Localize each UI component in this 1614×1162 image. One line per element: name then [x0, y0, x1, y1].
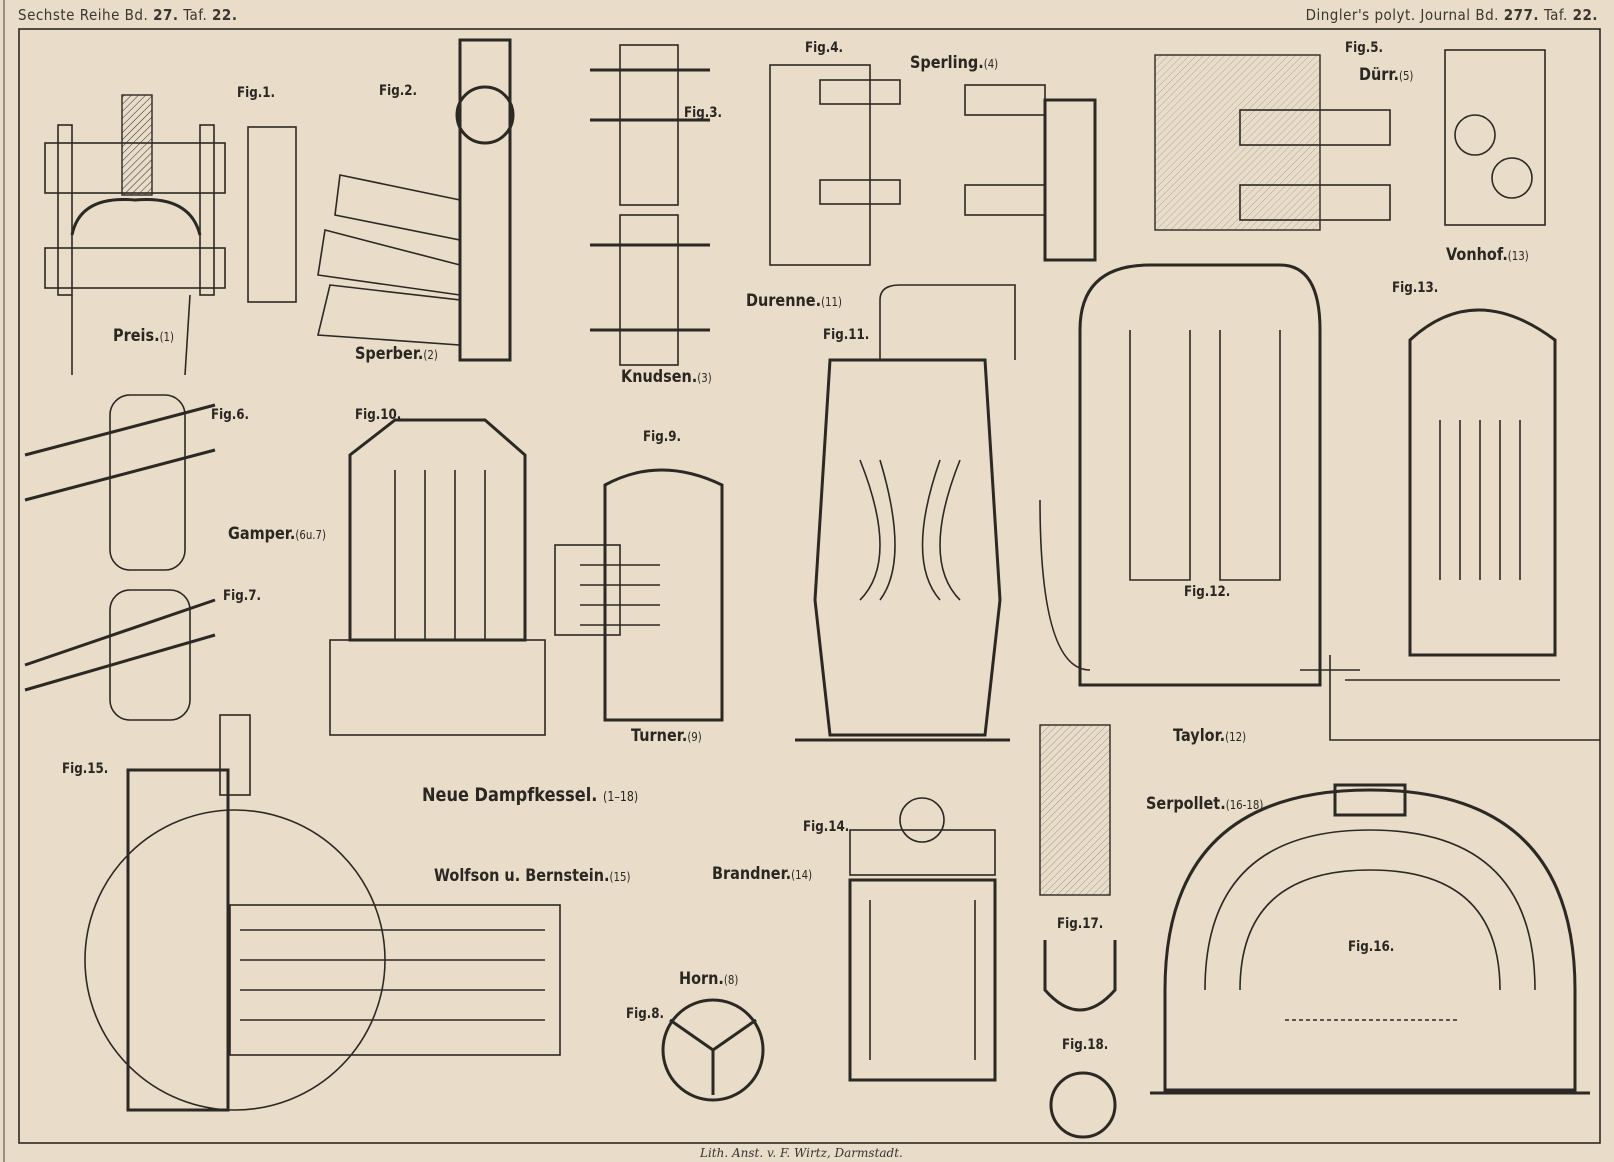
fig1-label: Fig.1.	[237, 85, 276, 101]
inventor-sperling: Sperling.(4)	[910, 53, 998, 73]
fig13-label: Fig.13.	[1392, 280, 1439, 296]
series-label: Sechste Reihe Bd.	[18, 6, 149, 24]
fig8-label: Fig.8.	[626, 1006, 665, 1022]
plate-number: 22.	[212, 6, 238, 24]
fig18-label: Fig.18.	[1062, 1037, 1109, 1053]
inventor-ref: (11)	[821, 295, 843, 309]
plate-frame	[18, 28, 1601, 1144]
inventor-ref: (1)	[159, 330, 175, 344]
inventor-vonhof: Vonhof.(13)	[1446, 245, 1529, 265]
inventor-durenne: Durenne.(11)	[746, 291, 842, 311]
inventor-name: Gamper.	[228, 524, 296, 544]
inventor-horn: Horn.(8)	[679, 969, 738, 989]
fig8-drawing	[661, 998, 765, 1102]
fig15-drawing	[84, 714, 561, 1112]
fig16-label: Fig.16.	[1348, 939, 1395, 955]
fig14-drawing	[848, 797, 997, 1082]
inventor-preis: Preis.(1)	[113, 326, 174, 346]
fig3-label: Fig.3.	[684, 105, 723, 121]
inventor-ref: (4)	[983, 57, 999, 71]
volume-number: 277.	[1503, 6, 1540, 24]
inventor-taylor: Taylor.(12)	[1173, 726, 1246, 746]
fig5-drawing	[1154, 49, 1546, 231]
fig7-label: Fig.7.	[223, 588, 262, 604]
fig6-7-drawing	[24, 394, 216, 721]
plate-label: Taf.	[183, 6, 208, 24]
inventor-sperber: Sperber.(2)	[355, 344, 438, 364]
fig4-drawing	[769, 64, 1097, 266]
fig6-label: Fig.6.	[211, 407, 250, 423]
inventor-ref: (5)	[1398, 69, 1414, 83]
inventor-ref: (2)	[423, 348, 438, 362]
fig17-18-drawing	[1039, 724, 1117, 1139]
inventor-ref: (12)	[1225, 730, 1247, 744]
fig12-drawing	[1039, 263, 1360, 687]
inventor-turner: Turner.(9)	[631, 726, 702, 746]
inventor-name: Sperling.	[910, 53, 984, 73]
fig1-drawing	[44, 94, 297, 376]
inventor-wolfson-bernstein: Wolfson u. Bernstein.(15)	[434, 866, 630, 886]
fig10-label: Fig.10.	[355, 407, 402, 423]
fig13-drawing	[1329, 308, 1600, 741]
plate-label: Taf.	[1543, 6, 1568, 24]
inventor-name: Sperber.	[355, 344, 424, 364]
inventor-serpollet: Serpollet.(16-18)	[1146, 794, 1263, 814]
inventor-duerr: Dürr.(5)	[1359, 65, 1413, 85]
inventor-name: Taylor.	[1173, 726, 1226, 746]
fig4-label: Fig.4.	[805, 40, 844, 56]
header-left: Sechste Reihe Bd. 27. Taf. 22.	[18, 6, 237, 24]
inventor-name: Knudsen.	[621, 367, 698, 387]
fig11-drawing	[795, 284, 1016, 742]
inventor-ref: (6u.7)	[295, 528, 327, 542]
fig3-drawing	[590, 44, 710, 366]
inventor-name: Durenne.	[746, 291, 822, 311]
inventor-name: Horn.	[679, 969, 724, 989]
inventor-gamper: Gamper.(6u.7)	[228, 524, 326, 544]
inventor-name: Serpollet.	[1146, 794, 1226, 814]
fig5-label: Fig.5.	[1345, 40, 1384, 56]
inventor-ref: (3)	[697, 371, 712, 385]
inventor-name: Wolfson u. Bernstein.	[434, 866, 610, 886]
inventor-ref: (13)	[1507, 249, 1529, 263]
journal-label: Dingler's polyt. Journal Bd.	[1305, 6, 1499, 24]
inventor-ref: (9)	[687, 730, 702, 744]
fig16-drawing	[1150, 783, 1590, 1095]
inventor-ref: (16-18)	[1225, 798, 1264, 812]
volume-number: 27.	[153, 6, 179, 24]
inventor-knudsen: Knudsen.(3)	[621, 367, 712, 387]
inventor-name: Turner.	[631, 726, 688, 746]
inventor-name: Brandner.	[712, 864, 792, 884]
plate-title: Neue Dampfkessel. (1–18)	[422, 784, 638, 806]
inventor-name: Vonhof.	[1446, 245, 1508, 265]
fig9-drawing	[554, 468, 724, 722]
header-right: Dingler's polyt. Journal Bd. 277. Taf. 2…	[1306, 6, 1598, 24]
inventor-brandner: Brandner.(14)	[712, 864, 812, 884]
fig9-label: Fig.9.	[643, 429, 682, 445]
fig2-drawing	[317, 38, 515, 362]
fig14-label: Fig.14.	[803, 819, 850, 835]
plate-number: 22.	[1572, 6, 1598, 24]
fig12-label: Fig.12.	[1184, 584, 1231, 600]
inventor-ref: (15)	[609, 870, 631, 884]
title-text: Neue Dampfkessel.	[422, 784, 598, 806]
fig10-drawing	[329, 418, 546, 736]
fig17-label: Fig.17.	[1057, 916, 1104, 932]
lithographer-credit: Lith. Anst. v. F. Wirtz, Darmstadt.	[700, 1146, 903, 1160]
fig15-label: Fig.15.	[62, 761, 109, 777]
inventor-name: Preis.	[113, 326, 160, 346]
title-range: (1–18)	[603, 790, 639, 805]
fig11-label: Fig.11.	[823, 327, 870, 343]
inventor-ref: (8)	[723, 973, 739, 987]
inventor-name: Dürr.	[1359, 65, 1399, 85]
inventor-ref: (14)	[791, 868, 813, 882]
fig2-label: Fig.2.	[379, 83, 418, 99]
